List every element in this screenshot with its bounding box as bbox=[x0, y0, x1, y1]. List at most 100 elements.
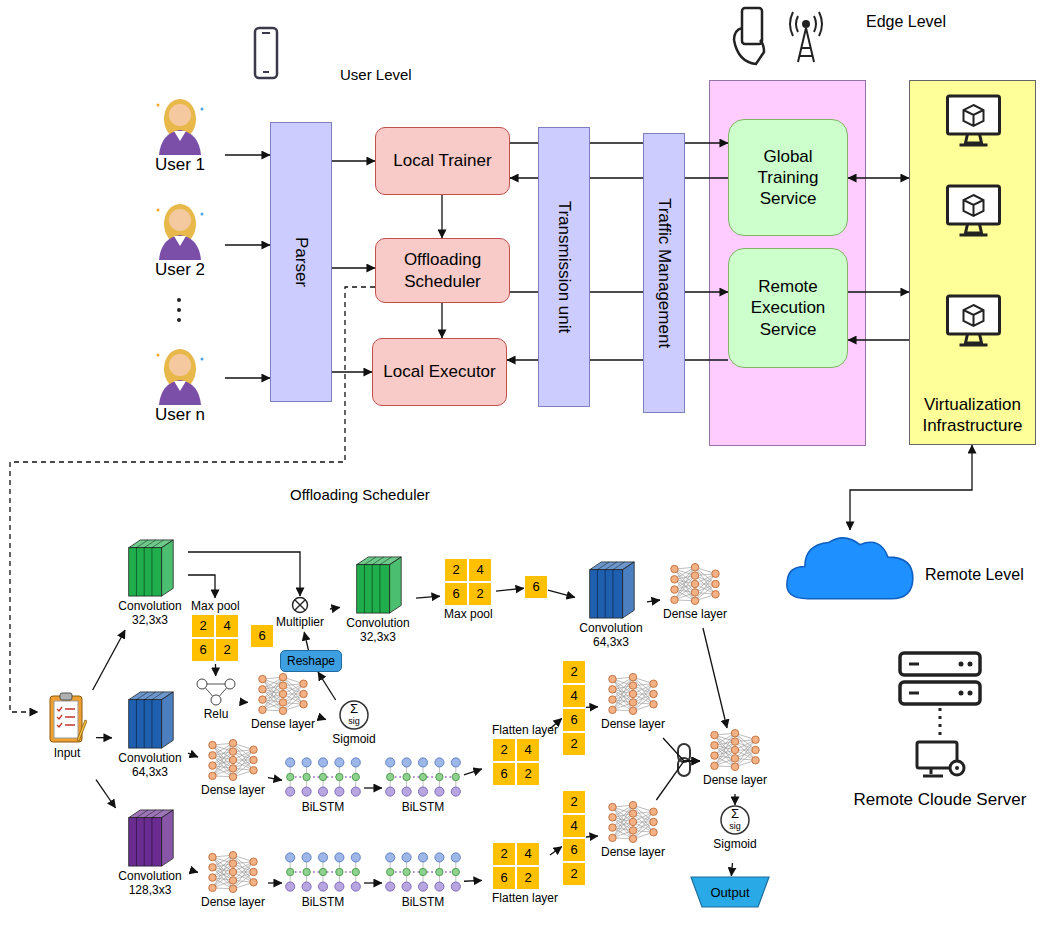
node-icon bbox=[895, 650, 985, 780]
node-icon bbox=[282, 850, 364, 894]
connector bbox=[850, 445, 972, 530]
grid-value: 2 bbox=[468, 582, 492, 606]
node-label: Sigmoid bbox=[713, 837, 756, 851]
node-label: Convolution 64,3x3 bbox=[112, 752, 188, 780]
node-label: Output bbox=[710, 885, 749, 900]
reshape-box: Reshape bbox=[280, 650, 342, 672]
connector bbox=[268, 778, 282, 781]
value-cell: 6 bbox=[250, 624, 274, 648]
node-label: Sigmoid bbox=[332, 732, 375, 746]
node-icon bbox=[585, 560, 637, 620]
traffic-bar: Traffic Management bbox=[643, 133, 685, 413]
node-label: BiLSTM bbox=[302, 801, 345, 815]
node-label: Dense layer bbox=[201, 784, 265, 798]
dense-layer: Dense layer bbox=[598, 800, 668, 866]
node-icon bbox=[150, 200, 210, 260]
node-label: BiLSTM bbox=[402, 801, 445, 815]
parser-bar: Parser bbox=[270, 122, 332, 402]
node-icon bbox=[605, 800, 661, 844]
convolution-layer: Convolution 64,3x3 bbox=[575, 560, 647, 654]
connector bbox=[364, 882, 382, 883]
max-pool-grid: 2462Max pool bbox=[440, 558, 496, 630]
node-label: Input bbox=[54, 747, 81, 761]
value-column: 2462 bbox=[562, 790, 586, 886]
node-icon bbox=[352, 555, 404, 615]
connector bbox=[734, 794, 735, 805]
grid-value: 2 bbox=[516, 866, 540, 890]
connector bbox=[93, 630, 125, 690]
edge-hand-phone-icon bbox=[734, 8, 764, 64]
convolution-layer: Convolution 32,3x3 bbox=[112, 538, 188, 630]
node-label: User 2 bbox=[155, 260, 205, 280]
connector bbox=[586, 836, 598, 837]
value-column: 2462 bbox=[562, 660, 586, 756]
node-icon bbox=[205, 738, 261, 782]
user-phone-icon bbox=[255, 28, 277, 78]
node-label: Dense layer bbox=[201, 896, 265, 910]
grid-value: 4 bbox=[516, 738, 540, 762]
grid-value: 6 bbox=[191, 638, 215, 662]
grid-value: 4 bbox=[516, 842, 540, 866]
service-box: Global Training Service bbox=[728, 119, 848, 236]
node-label: Local Executor bbox=[383, 361, 495, 382]
grid-value: 2 bbox=[516, 762, 540, 786]
node-icon bbox=[605, 672, 661, 716]
convolution-layer: Convolution 128,3x3 bbox=[108, 808, 192, 908]
node-label: BiLSTM bbox=[302, 896, 345, 910]
node-icon bbox=[47, 690, 87, 745]
dense-layer: Dense layer bbox=[248, 672, 318, 738]
bilstm-layer: BiLSTM bbox=[382, 850, 464, 916]
node-label: sig bbox=[348, 716, 360, 726]
node-label: Dense layer bbox=[601, 846, 665, 860]
flatten-grid: Flatten layer2462 bbox=[482, 722, 550, 794]
level-label: User Level bbox=[340, 66, 412, 83]
node-label: Remote Cloude Server bbox=[854, 790, 1027, 810]
node-icon bbox=[194, 676, 238, 706]
connector bbox=[464, 769, 482, 775]
dense-layer: Dense layer bbox=[700, 728, 770, 794]
convolution-layer: Convolution 32,3x3 bbox=[340, 555, 416, 647]
connector bbox=[441, 195, 442, 238]
output-shape: Output bbox=[690, 876, 770, 908]
multiplier-node: Multiplier bbox=[270, 596, 330, 632]
grid-value: 2 bbox=[562, 732, 586, 756]
flatten-grid: 2462Flatten layer bbox=[482, 842, 550, 916]
connector bbox=[188, 552, 300, 596]
dense-layer: Dense layer bbox=[198, 738, 268, 804]
node-icon bbox=[150, 95, 210, 155]
node-icon bbox=[124, 690, 176, 750]
node-label: Parser bbox=[291, 237, 311, 287]
connector bbox=[318, 717, 326, 720]
node-icon bbox=[124, 808, 176, 868]
dense-layer: Dense layer bbox=[198, 850, 268, 916]
grid-value: 2 bbox=[215, 638, 239, 662]
node-label: Convolution 128,3x3 bbox=[108, 870, 192, 898]
connector bbox=[496, 588, 524, 591]
grid-value: 2 bbox=[492, 842, 516, 866]
grid-value: 2 bbox=[562, 660, 586, 684]
node-label: Remote Level bbox=[925, 566, 1024, 584]
connector bbox=[225, 154, 270, 155]
connector bbox=[441, 303, 442, 338]
grid-value: 6 bbox=[444, 582, 468, 606]
grid-value: 2 bbox=[492, 738, 516, 762]
node-icon bbox=[282, 755, 364, 799]
bilstm-layer: BiLSTM bbox=[282, 755, 364, 821]
dense-layer: Dense layer bbox=[598, 672, 668, 738]
node-icon bbox=[782, 530, 917, 605]
edge-panel: Edge LevelGlobal Training ServiceRemote … bbox=[709, 80, 866, 446]
connector bbox=[332, 371, 372, 372]
connector bbox=[242, 701, 248, 703]
input-icon: Input bbox=[38, 690, 96, 785]
node-icon bbox=[382, 755, 464, 799]
connector bbox=[586, 706, 598, 708]
process-box: Offloading Scheduler bbox=[375, 238, 510, 303]
bilstm-layer: BiLSTM bbox=[282, 850, 364, 916]
node-label: User n bbox=[155, 405, 205, 425]
connector bbox=[848, 177, 909, 178]
grid-value: Flatten layer bbox=[492, 890, 540, 906]
user-figure: User 2 bbox=[135, 200, 225, 285]
grid-value: Max pool bbox=[191, 598, 239, 614]
